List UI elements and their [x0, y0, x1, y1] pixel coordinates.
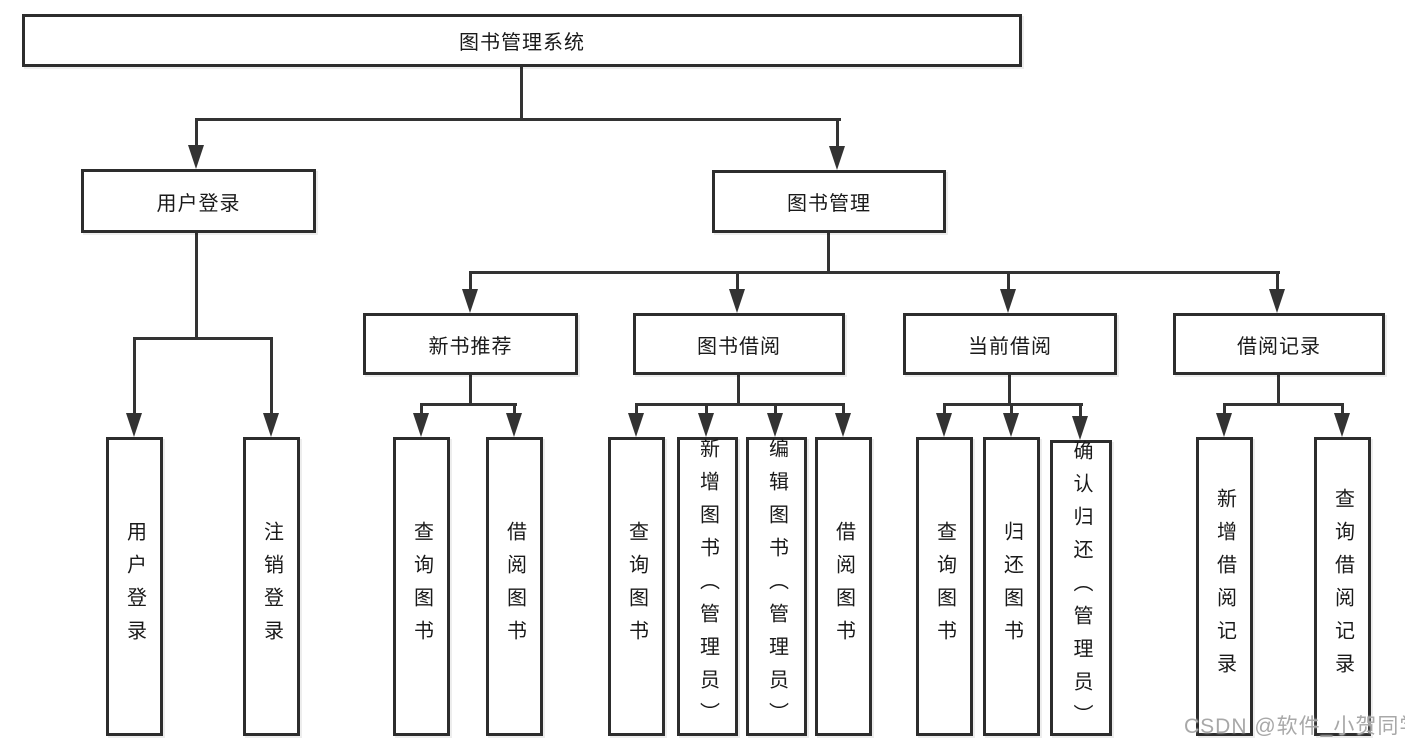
arrow-down-icon [698, 413, 714, 437]
leaf-user-login: 用户登录 [106, 437, 163, 736]
connector-arrow-stem [1341, 403, 1344, 417]
arrow-down-icon [835, 413, 851, 437]
connector-arrow-stem [736, 271, 739, 293]
connector-userlogin-bar [133, 337, 273, 340]
leaf-records-query-borrow-record: 查询借阅记录 [1314, 437, 1371, 736]
node-label: 用户登录 [156, 192, 241, 215]
arrow-down-icon [126, 413, 142, 437]
node-label: 确认归还（管理员） [1070, 439, 1092, 737]
connector-arrow-stem [270, 337, 273, 415]
arrow-down-icon [462, 289, 478, 313]
connector-arrow-stem [133, 337, 136, 415]
arrow-down-icon [829, 146, 845, 170]
connector-arrow-stem [943, 403, 946, 417]
leaf-borrow-add-books-admin: 新增图书（管理员） [677, 437, 738, 736]
leaf-logout: 注销登录 [243, 437, 300, 736]
leaf-current-confirm-return-admin: 确认归还（管理员） [1050, 439, 1112, 737]
node-library-management-system: 图书管理系统 [22, 14, 1022, 67]
arrow-down-icon [188, 145, 204, 169]
node-user-login: 用户登录 [81, 169, 316, 233]
node-label: 借阅记录 [1237, 335, 1321, 358]
arrow-down-icon [263, 413, 279, 437]
leaf-borrow-edit-books-admin: 编辑图书（管理员） [746, 437, 807, 736]
node-label: 当前借阅 [968, 335, 1052, 358]
node-label: 图书管理系统 [459, 32, 585, 54]
node-label: 用户登录 [123, 520, 146, 653]
connector-current-bar [943, 403, 1083, 406]
connector-arrow-stem [513, 403, 516, 417]
node-book-borrow: 图书借阅 [633, 313, 845, 375]
arrow-down-icon [936, 413, 952, 437]
watermark: CSDN @软件_小贺同学 [1184, 715, 1405, 738]
arrow-down-icon [628, 413, 644, 437]
node-book-management: 图书管理 [712, 170, 946, 233]
node-label: 查询图书 [625, 520, 648, 653]
leaf-current-return-books: 归还图书 [983, 437, 1040, 736]
node-new-book-recommend: 新书推荐 [363, 313, 578, 375]
node-label: 查询借阅记录 [1331, 487, 1354, 686]
arrow-down-icon [729, 289, 745, 313]
arrow-down-icon [1072, 416, 1088, 440]
arrow-down-icon [1003, 413, 1019, 437]
connector-borrow-bar [635, 403, 845, 406]
connector-borrow-stem [737, 375, 740, 405]
leaf-borrow-borrow-books: 借阅图书 [815, 437, 872, 736]
node-label: 图书管理 [787, 193, 871, 215]
arrow-down-icon [1216, 413, 1232, 437]
connector-bookmgmt-bar [469, 271, 1280, 274]
connector-arrow-stem [469, 271, 472, 293]
connector-arrow-stem [842, 403, 845, 417]
leaf-newbook-borrow-books: 借阅图书 [486, 437, 543, 736]
node-label: 编辑图书（管理员） [765, 438, 788, 735]
node-label: 借阅图书 [832, 520, 855, 653]
node-label: 图书借阅 [697, 335, 781, 358]
connector-arrow-stem [1079, 403, 1082, 419]
connector-arrow-book-mgmt-stem [836, 118, 839, 150]
arrow-down-icon [1000, 289, 1016, 313]
node-label: 查询图书 [410, 520, 433, 653]
leaf-newbook-query-books: 查询图书 [393, 437, 450, 736]
connector-root-stem [520, 66, 523, 120]
node-borrow-records: 借阅记录 [1173, 313, 1385, 375]
connector-newbook-bar [420, 403, 517, 406]
node-current-borrow: 当前借阅 [903, 313, 1117, 375]
leaf-records-add-borrow-record: 新增借阅记录 [1196, 437, 1253, 736]
connector-arrow-stem [1007, 271, 1010, 293]
arrow-down-icon [413, 413, 429, 437]
connector-current-stem [1008, 375, 1011, 405]
node-label: 查询图书 [933, 520, 956, 653]
connector-arrow-stem [635, 403, 638, 417]
arrow-down-icon [1269, 289, 1285, 313]
arrow-down-icon [767, 413, 783, 437]
connector-newbook-stem [469, 375, 472, 405]
node-label: 新书推荐 [428, 335, 513, 358]
leaf-current-query-books: 查询图书 [916, 437, 973, 736]
arrow-down-icon [506, 413, 522, 437]
node-label: 归还图书 [1000, 520, 1023, 653]
connector-records-stem [1277, 375, 1280, 405]
connector-userlogin-stem [195, 232, 198, 339]
connector-records-bar [1223, 403, 1344, 406]
leaf-borrow-query-books: 查询图书 [608, 437, 665, 736]
connector-arrow-stem [1276, 271, 1279, 293]
connector-arrow-stem [420, 403, 423, 417]
node-label: 注销登录 [260, 520, 283, 653]
connector-root-bar [196, 118, 841, 121]
arrow-down-icon [1334, 413, 1350, 437]
node-label: 新增图书（管理员） [696, 438, 719, 735]
connector-arrow-stem [705, 403, 708, 417]
connector-arrow-stem [1010, 403, 1013, 417]
node-label: 新增借阅记录 [1213, 487, 1236, 686]
connector-arrow-stem [1223, 403, 1226, 417]
connector-arrow-stem [774, 403, 777, 417]
connector-arrow-user-login-stem [195, 118, 198, 150]
node-label: 借阅图书 [503, 520, 526, 653]
connector-bookmgmt-stem [827, 232, 830, 273]
